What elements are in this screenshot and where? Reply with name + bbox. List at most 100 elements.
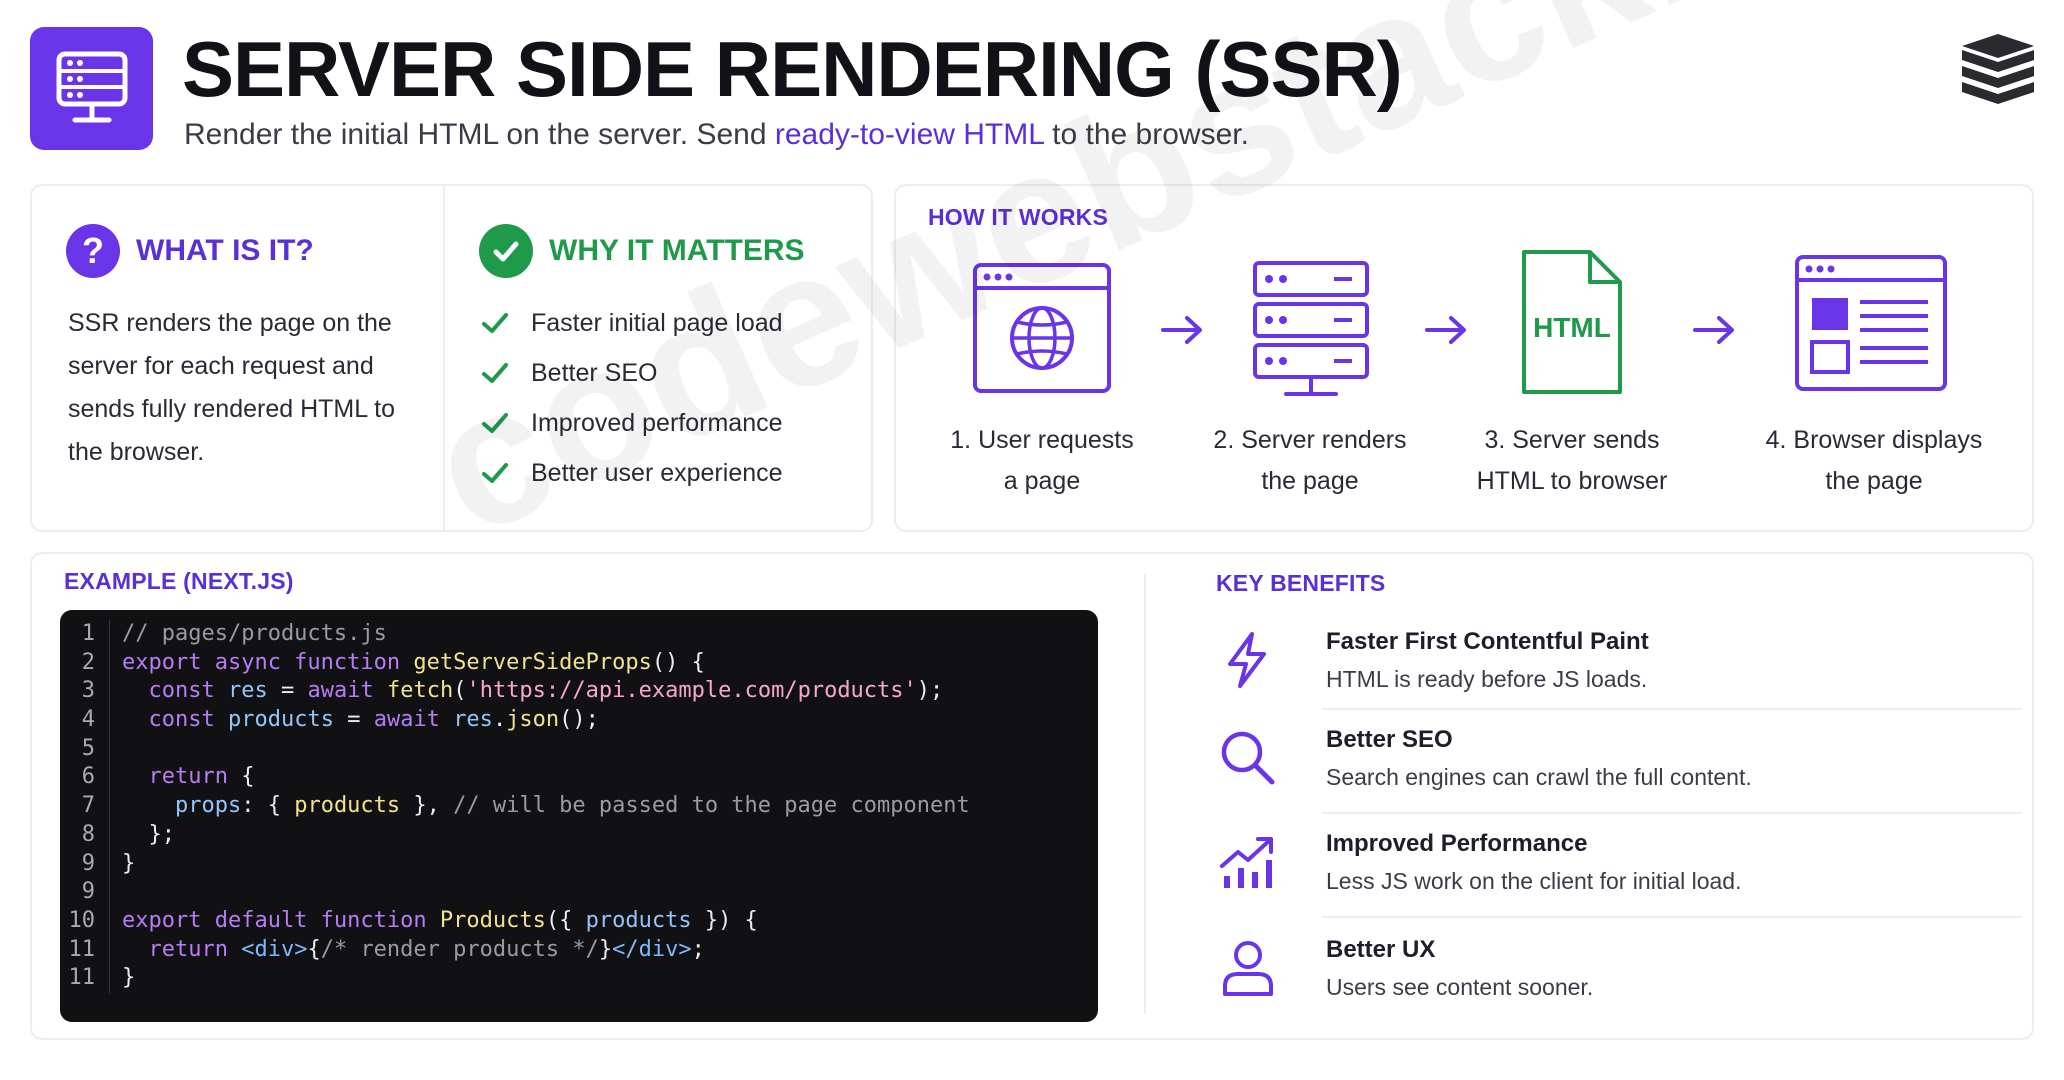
browser-globe-icon [973,263,1111,393]
check-circle-icon [479,224,533,278]
subtitle-highlight: ready-to-view HTML [774,118,1044,151]
code-line: 6 return { [60,763,1098,793]
server-monitor-icon [56,51,127,122]
step-label-line: 1. User requests [950,426,1134,454]
why-item-label: Better user experience [531,458,783,487]
check-icon [482,413,508,433]
code-line: 3 const res = await fetch('https://api.e… [60,677,1098,707]
check-icon [482,313,508,333]
benefit-description: Users see content sooner. [1326,974,1594,1000]
page-subtitle: Render the initial HTML on the server. S… [184,118,1249,152]
search-icon [1221,731,1275,785]
benefit-title: Better SEO [1326,726,1453,753]
check-icon [482,363,508,383]
code-text: } [122,965,136,991]
arrow-right-icon [1161,316,1202,344]
what-description: SSR renders the page on the server for e… [68,309,396,466]
why-heading-row: WHY IT MATTERS [479,224,805,278]
why-item: Improved performance [481,398,783,448]
benefits-heading: KEY BENEFITS [1216,570,1386,596]
code-line: 11} [60,964,1098,993]
arrow-right-icon [1425,316,1466,344]
code-line: 7 props: { products }, // will be passed… [60,792,1098,821]
ssr-logo-badge [30,27,153,150]
line-number: 9 [60,878,110,907]
subtitle-text-end: to the browser. [1043,118,1249,151]
step-label-line: 3. Server sends [1484,426,1660,454]
code-line: 11 return <div>{/* render products */}</… [60,935,1098,965]
code-line: 1 // pages/products.js [60,620,1098,649]
layers-stack-icon [1962,34,2034,104]
server-icon [1253,261,1369,396]
step-label-line: a page [1003,467,1081,495]
code-line: 5 [60,734,1098,764]
benefit-title: Faster First Contentful Paint [1326,628,1649,655]
why-list: Faster initial page load Better SEO Impr… [481,298,783,498]
page-title: SERVER SIDE RENDERING (SSR) [182,25,1403,113]
example-benefits-card: EXAMPLE (NEXT.JS) 1// pages/products.js … [30,552,2034,1040]
code-line: 2 export async function getServerSideProp… [60,648,1098,678]
why-item-label: Better SEO [531,358,658,387]
step-1-label: 1. User requests a page [922,420,1162,502]
html-document-icon: HTML [1520,248,1624,396]
user-icon [1223,941,1273,996]
what-heading-row: ? WHAT IS IT? [66,224,314,278]
code-line: 8 }; [60,820,1098,850]
line-number: 11 [60,964,110,993]
step-label-line: the page [1261,467,1359,495]
code-line: 9} [60,849,1098,879]
code-text: // pages/products.js [122,621,387,646]
chart-growth-icon [1220,837,1273,888]
line-number: 9 [60,849,110,879]
browser-page-icon [1795,255,1947,391]
line-number: 2 [60,648,110,678]
code-text: } [122,850,136,876]
step-4-label: 4. Browser displays the page [1744,420,2004,502]
benefit-divider [1322,812,2022,814]
step-label-line: 4. Browser displays [1765,426,1983,454]
code-text: return <div>{/* render products */}</div… [148,936,705,962]
line-number: 7 [60,792,110,821]
how-heading: HOW IT WORKS [928,204,1108,230]
why-item: Better user experience [481,448,783,498]
code-text: const products = await res.json(); [148,707,599,733]
line-number: 5 [60,734,110,764]
why-item: Faster initial page load [481,298,783,348]
code-line: 9 [60,878,1098,907]
code-text [110,735,122,764]
lightning-icon [1228,632,1266,688]
code-text: export async function getServerSideProps… [122,649,705,675]
code-text: }; [122,821,175,847]
line-number: 1 [60,620,110,649]
step-label-line: 2. Server renders [1213,426,1407,454]
benefit-divider [1322,916,2022,918]
what-is-it-card: ? WHAT IS IT? SSR renders the page on th… [30,184,443,532]
why-item-label: Improved performance [531,408,783,437]
what-heading: WHAT IS IT? [136,234,314,267]
code-text: return { [148,764,255,790]
why-heading: WHY IT MATTERS [549,234,805,267]
line-number: 4 [60,706,110,735]
code-text: props: { products }, // will be passed t… [174,793,970,819]
code-block: 1 // pages/products.js 2 export async func… [60,610,1098,1022]
code-text: const res = await fetch('https://api.exa… [148,678,944,704]
why-item: Better SEO [481,348,783,398]
step-2-label: 2. Server renders the page [1190,420,1430,502]
code-text [110,878,122,907]
how-it-works-card: HOW IT WORKS HTML [894,184,2034,532]
document-outline [1522,250,1622,394]
benefit-divider [1322,708,2022,710]
line-number: 8 [60,820,110,850]
line-number: 10 [60,906,110,936]
benefit-title: Improved Performance [1326,830,1588,857]
code-line: 4 const products = await res.json(); [60,706,1098,735]
question-icon: ? [66,224,120,278]
check-icon [482,463,508,483]
line-number: 11 [60,935,110,965]
html-badge-label: HTML [1533,312,1611,343]
why-it-matters-card: WHY IT MATTERS Faster initial page load … [443,184,873,532]
code-text: export default function Products({ produ… [122,907,758,933]
step-label-line: the page [1825,467,1923,495]
step-label-line: HTML to browser [1476,467,1668,495]
